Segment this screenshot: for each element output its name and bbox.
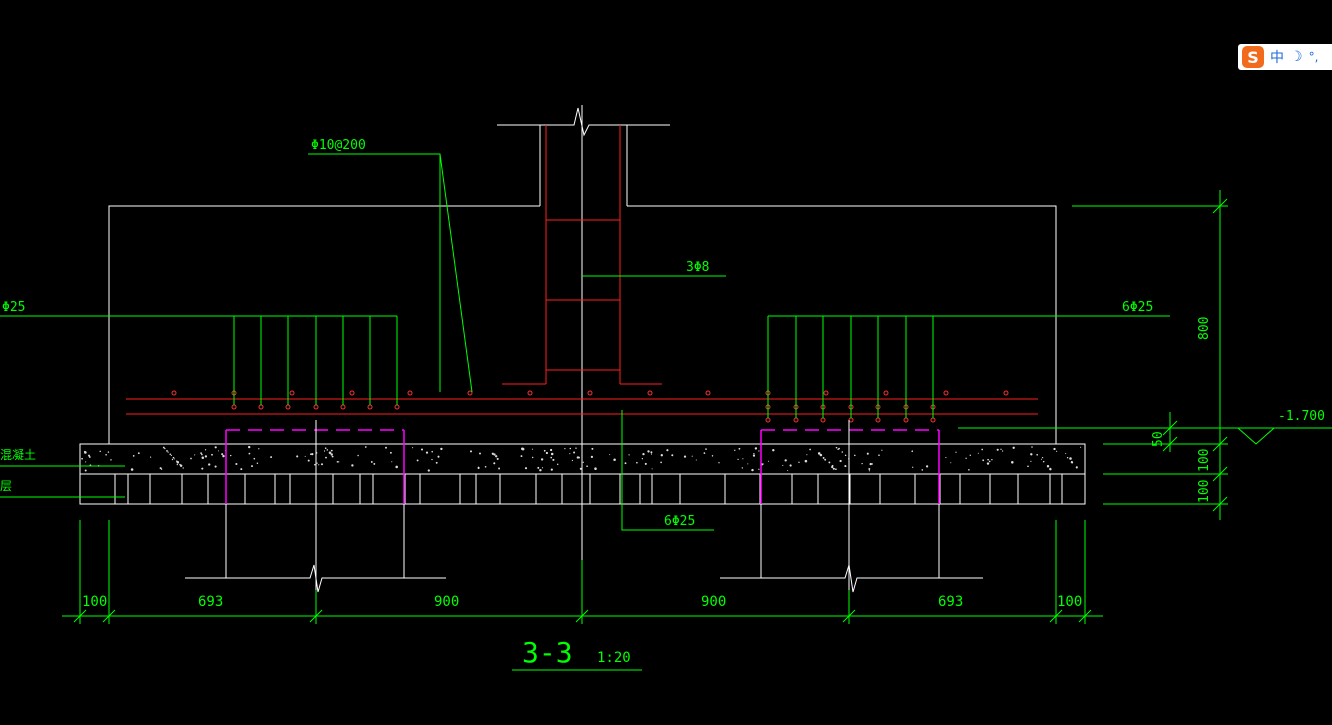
layer-leaders xyxy=(0,465,125,498)
footing-rebar xyxy=(126,398,1038,415)
label-layer-concrete: 混凝土 xyxy=(0,447,36,462)
label-right-bars: 6Φ25 xyxy=(1122,300,1153,315)
dim-layer2: 100 xyxy=(1197,480,1212,503)
label-bottom-bars: 6Φ25 xyxy=(664,514,695,529)
leader-lines xyxy=(0,153,1332,531)
section-title: 3-3 xyxy=(522,636,573,669)
punctuation-toggle[interactable]: °, xyxy=(1308,50,1319,64)
section-scale: 1:20 xyxy=(597,650,631,666)
pile-outline-right xyxy=(760,429,940,504)
column-rebar xyxy=(502,125,662,385)
ime-mode-toggle[interactable]: 中 xyxy=(1270,50,1284,66)
bottom-dimensions xyxy=(62,520,1103,624)
rebar-dots xyxy=(171,390,1009,423)
label-layer-base: 层 xyxy=(0,479,12,493)
footing-outline xyxy=(108,205,1057,444)
right-dimensions xyxy=(1072,190,1275,520)
piles xyxy=(185,504,983,593)
pile-centerlines xyxy=(315,420,850,590)
label-stirrup: Φ10@200 xyxy=(311,138,366,153)
label-left-bars: Φ25 xyxy=(2,300,25,315)
dim-b3: 900 xyxy=(434,594,459,610)
pile-outline-left xyxy=(225,429,405,504)
dim-cover: 50 xyxy=(1151,431,1166,447)
base-layer xyxy=(79,473,1086,505)
label-elevation: -1.700 xyxy=(1278,409,1325,424)
ime-toolbar[interactable]: S 中 ☽ °, xyxy=(1238,44,1332,70)
dim-layer1: 100 xyxy=(1197,449,1212,472)
dim-b5: 693 xyxy=(938,594,963,610)
dim-height: 800 xyxy=(1197,317,1212,340)
moon-icon[interactable]: ☽ xyxy=(1290,49,1303,65)
dim-b2: 693 xyxy=(198,594,223,610)
dim-b6: 100 xyxy=(1057,594,1082,610)
sogou-logo-icon[interactable]: S xyxy=(1242,46,1264,68)
dim-b1: 100 xyxy=(82,594,107,610)
column-outline xyxy=(497,105,670,600)
dim-b4: 900 xyxy=(701,594,726,610)
label-column-bars: 3Φ8 xyxy=(686,260,709,275)
